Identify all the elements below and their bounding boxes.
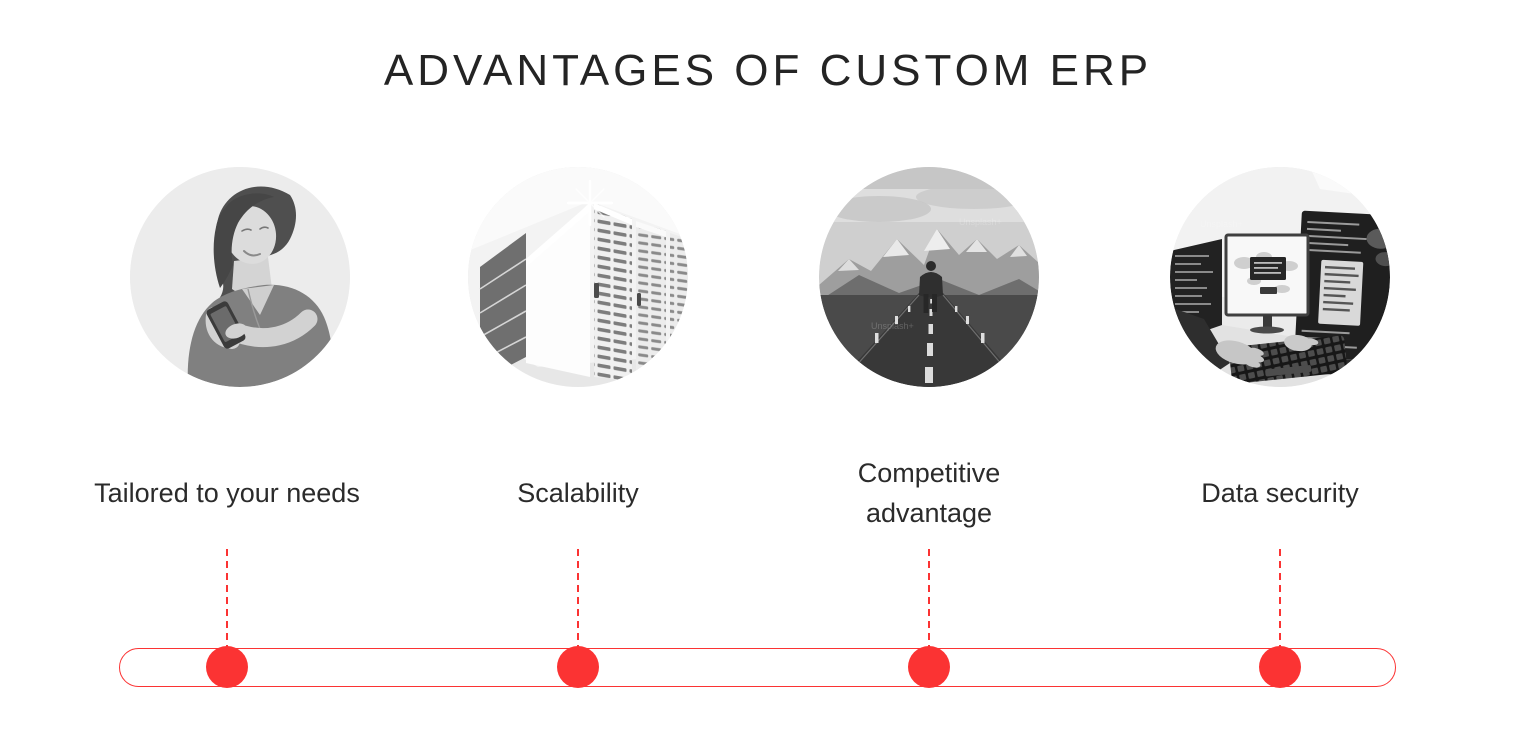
timeline-connector-dashed-line <box>928 549 930 648</box>
watermark-text: Unsplash+ <box>959 217 1002 227</box>
advantage-column-security: Unsplash+ Data security <box>1104 167 1456 648</box>
page-title: ADVANTAGES OF CUSTOM ERP <box>383 46 1153 95</box>
woman-texting-illustration <box>130 167 350 387</box>
timeline-dot <box>206 646 248 688</box>
advantage-label: Scalability <box>517 478 639 508</box>
workstation-illustration: Unsplash+ <box>1170 167 1390 387</box>
watermark-text: Unsplash+ <box>1200 219 1243 229</box>
woman-texting-photo <box>130 167 350 387</box>
timeline-dot <box>557 646 599 688</box>
timeline-connector-dashed-line <box>577 549 579 648</box>
advantage-label: Data security <box>1201 478 1359 508</box>
advantage-label: Tailored to your needs <box>94 478 360 508</box>
timeline-connector-dashed-line <box>1279 549 1281 648</box>
server-racks-photo <box>468 167 688 387</box>
timeline-connector-dashed-line <box>226 549 228 648</box>
developer-workstation-photo: Unsplash+ <box>1170 167 1390 387</box>
mountain-road-illustration: Unsplash+ Unsplash+ <box>819 167 1039 387</box>
timeline-dot <box>908 646 950 688</box>
timeline-dot <box>1259 646 1301 688</box>
man-walking-mountain-road-photo: Unsplash+ Unsplash+ <box>819 167 1039 387</box>
advantage-column-tailored: Tailored to your needs <box>51 167 403 648</box>
server-racks-illustration <box>468 167 688 387</box>
timeline-bar <box>119 648 1396 687</box>
advantage-column-scalability: Scalability <box>402 167 754 648</box>
advantage-label: Competitive advantage <box>857 458 1001 528</box>
watermark-text: Unsplash+ <box>871 321 914 331</box>
advantage-column-competitive: Unsplash+ Unsplash+ Competitive advantag… <box>753 167 1105 648</box>
